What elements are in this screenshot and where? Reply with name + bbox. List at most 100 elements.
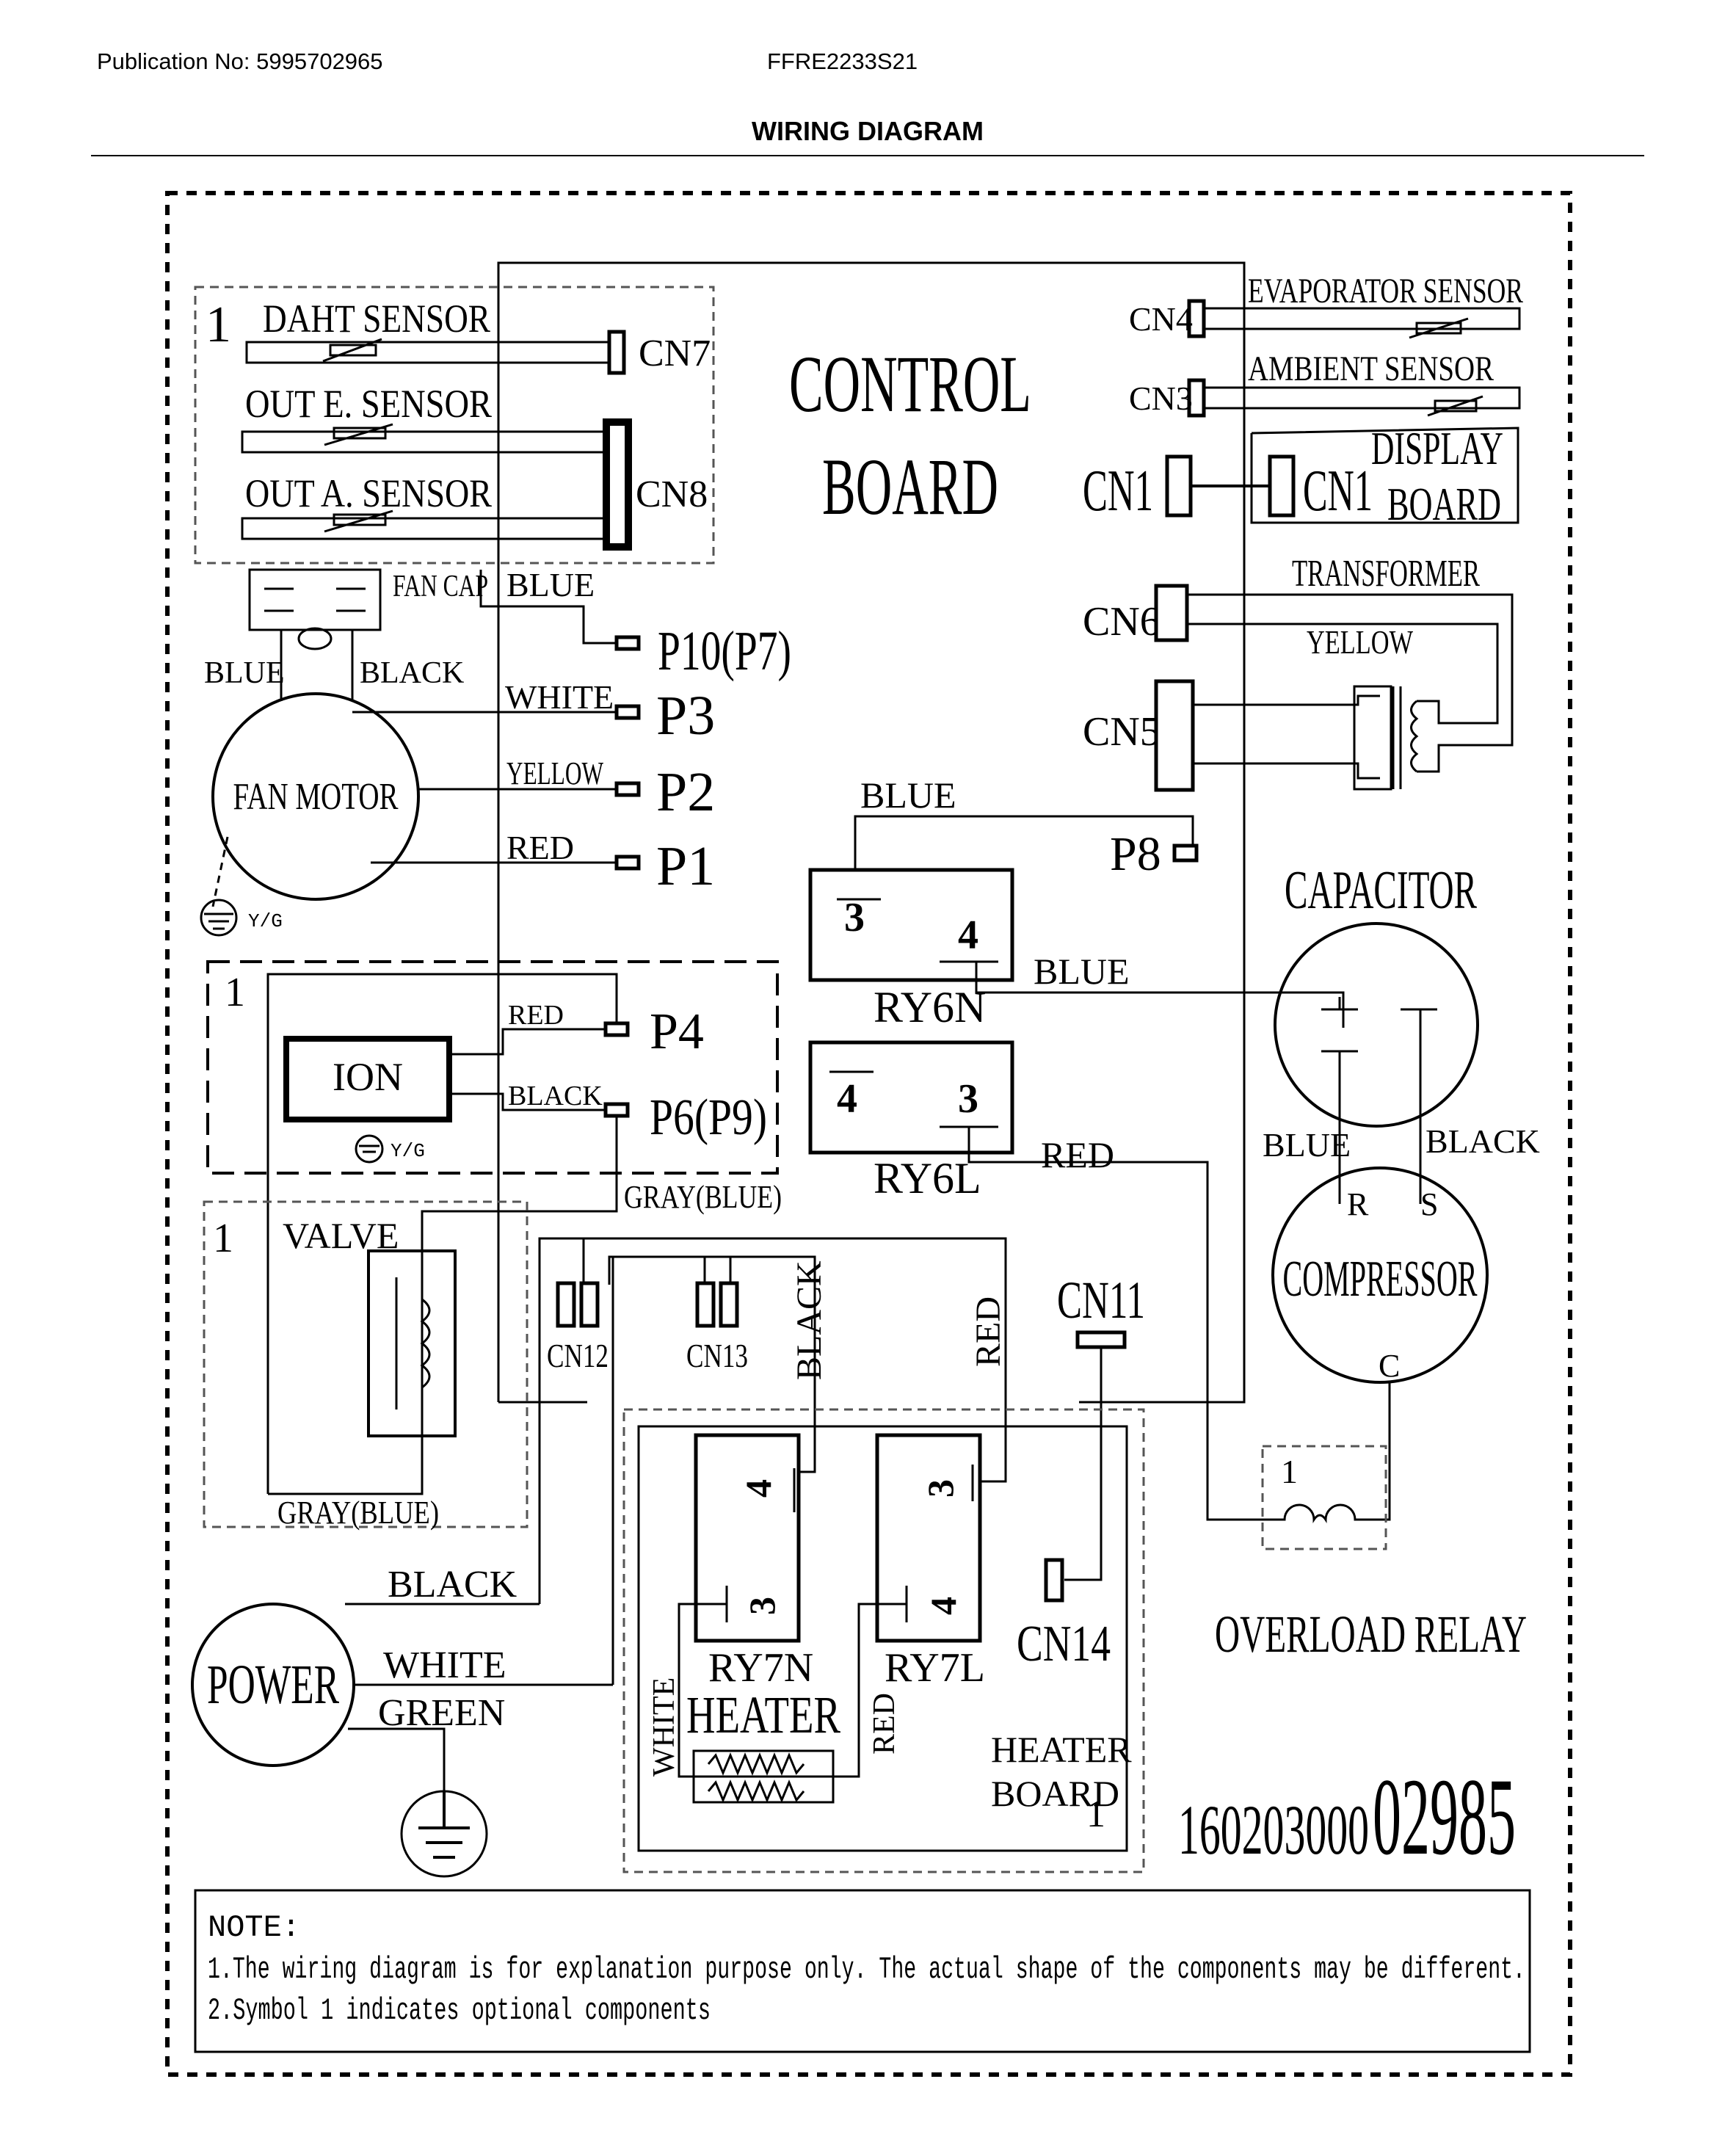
- cn12-pin-b: [579, 1281, 600, 1328]
- cn11-label: CN11: [1057, 1271, 1145, 1329]
- ry6l-label: RY6L: [874, 1154, 981, 1202]
- ry7l-pin-3: 3: [920, 1479, 961, 1498]
- p4-pin: [603, 1021, 630, 1037]
- p10-pin: [614, 635, 641, 651]
- ry6l-pin-4: 4: [837, 1076, 857, 1122]
- ion-generator: [283, 1036, 452, 1122]
- power-black-label: BLACK: [388, 1564, 517, 1605]
- cn7-connector: [607, 330, 626, 375]
- p10-label: P10(P7): [658, 620, 791, 682]
- ry7n-pin-3: 3: [741, 1597, 782, 1615]
- capacitor-black-label: BLACK: [1426, 1122, 1540, 1160]
- heater-board-inner-box: [637, 1425, 1128, 1852]
- cn14-label: CN14: [1017, 1616, 1111, 1672]
- capacitor: [1274, 922, 1479, 1128]
- cn11-connector: [1075, 1330, 1127, 1349]
- power-green-label: GREEN: [378, 1692, 505, 1734]
- ry6n-pin-3: 3: [844, 895, 865, 940]
- overload-optional-mark: 1: [1281, 1453, 1298, 1490]
- note-line-1: 1.The wiring diagram is for explanation …: [208, 1952, 1525, 1987]
- fan-motor: [211, 692, 420, 901]
- overload-relay-symbol: [1274, 1503, 1357, 1523]
- cn4-connector: [1187, 299, 1206, 338]
- ion-black-label: BLACK: [508, 1081, 603, 1111]
- fan-cap-label: FAN CAP: [393, 570, 488, 603]
- sensor-optional-mark: 1: [206, 297, 231, 353]
- ry6l-out-label: RED: [1041, 1134, 1114, 1175]
- ry6n-pin-4: 4: [958, 912, 978, 958]
- evaporator-thermistor: [1415, 322, 1462, 335]
- note-box: [194, 1889, 1531, 2053]
- out-e-thermistor: [333, 427, 387, 440]
- p6-pin: [603, 1102, 630, 1118]
- ambient-sensor-label: AMBIENT SENSOR: [1248, 349, 1494, 388]
- compressor-r-label: R: [1347, 1186, 1369, 1222]
- ry7n-relay: [694, 1433, 801, 1643]
- ry6l-pin-3: 3: [958, 1076, 978, 1122]
- note-line-2: 2.Symbol 1 indicates optional components: [208, 1993, 711, 2028]
- p3-wire-label: WHITE: [505, 678, 614, 716]
- out-a-sensor-label: OUT A. SENSOR: [245, 471, 492, 515]
- transformer-secondary: [1410, 700, 1419, 773]
- red-wire-label-vertical-2: RED: [868, 1693, 901, 1755]
- cn1-display-label: CN1: [1303, 459, 1373, 523]
- p8-label: P8: [1110, 827, 1161, 881]
- p3-label: P3: [656, 685, 715, 747]
- cn12-pin-a: [556, 1281, 576, 1328]
- fan-black-label: BLACK: [360, 656, 464, 690]
- cn5-connector: [1154, 679, 1195, 792]
- transformer-yellow-label: YELLOW: [1307, 623, 1413, 661]
- transformer-primary: [1353, 685, 1392, 791]
- cn5-label: CN5: [1083, 709, 1161, 755]
- ry7n-label: RY7N: [708, 1645, 813, 1691]
- ry7l-relay: [875, 1433, 982, 1643]
- ry6l-relay: [808, 1040, 1014, 1155]
- daht-sensor-thermistor: [329, 344, 377, 357]
- ry7l-pin-4: 4: [923, 1597, 964, 1615]
- p8-pin: [1172, 843, 1199, 863]
- fan-blue-label: BLUE: [204, 656, 285, 690]
- evaporator-sensor-wire: [1202, 307, 1521, 330]
- page-title: WIRING DIAGRAM: [752, 116, 984, 146]
- p4-label: P4: [650, 1004, 704, 1060]
- transformer-label: TRANSFORMER: [1292, 553, 1480, 595]
- fan-motor-label: FAN MOTOR: [233, 776, 399, 818]
- heater-board-outer-box: [622, 1408, 1145, 1873]
- ry6n-out-label: BLUE: [1034, 951, 1130, 992]
- cn7-label: CN7: [639, 333, 711, 374]
- valve-group-box: [203, 1200, 529, 1528]
- control-board-title-1: CONTROL: [789, 339, 1031, 429]
- out-e-sensor-label: OUT E. SENSOR: [245, 382, 492, 426]
- gray-blue-label-2: GRAY(BLUE): [277, 1495, 439, 1531]
- cn1-board-connector: [1165, 454, 1193, 518]
- power-label: POWER: [207, 1654, 339, 1716]
- display-board-label-2: BOARD: [1387, 478, 1501, 530]
- p2-pin: [614, 781, 641, 797]
- control-board-title-2: BOARD: [822, 442, 998, 531]
- ion-red-label: RED: [508, 1000, 564, 1031]
- valve-label: VALVE: [283, 1215, 399, 1256]
- part-number-prefix: 160203000: [1178, 1790, 1369, 1869]
- p1-wire-label: RED: [506, 829, 574, 866]
- cn1-display-connector: [1268, 454, 1296, 518]
- out-a-thermistor: [333, 513, 387, 526]
- heater-optional-mark: 1: [1086, 1793, 1105, 1835]
- cn8-connector: [603, 418, 632, 551]
- fan-yg-label: Y/G: [248, 910, 283, 932]
- valve-optional-mark: 1: [213, 1216, 233, 1261]
- compressor-s-label: S: [1420, 1186, 1438, 1222]
- cn13-pin-b: [719, 1281, 739, 1328]
- cn4-label: CN4: [1129, 300, 1193, 338]
- evaporator-sensor-label: EVAPORATOR SENSOR: [1248, 272, 1523, 311]
- heater-board-label-1: HEATER: [991, 1729, 1132, 1770]
- note-heading: NOTE:: [208, 1910, 300, 1945]
- display-board-label-1: DISPLAY: [1371, 422, 1503, 474]
- power-white-label: WHITE: [383, 1644, 506, 1686]
- cn3-connector: [1187, 378, 1206, 418]
- valve-coil: [367, 1249, 457, 1437]
- p8-wire-label: BLUE: [860, 774, 956, 816]
- white-wire-label-vertical: WHITE: [647, 1677, 681, 1777]
- cn8-label: CN8: [636, 473, 708, 515]
- ry7l-label: RY7L: [885, 1645, 985, 1691]
